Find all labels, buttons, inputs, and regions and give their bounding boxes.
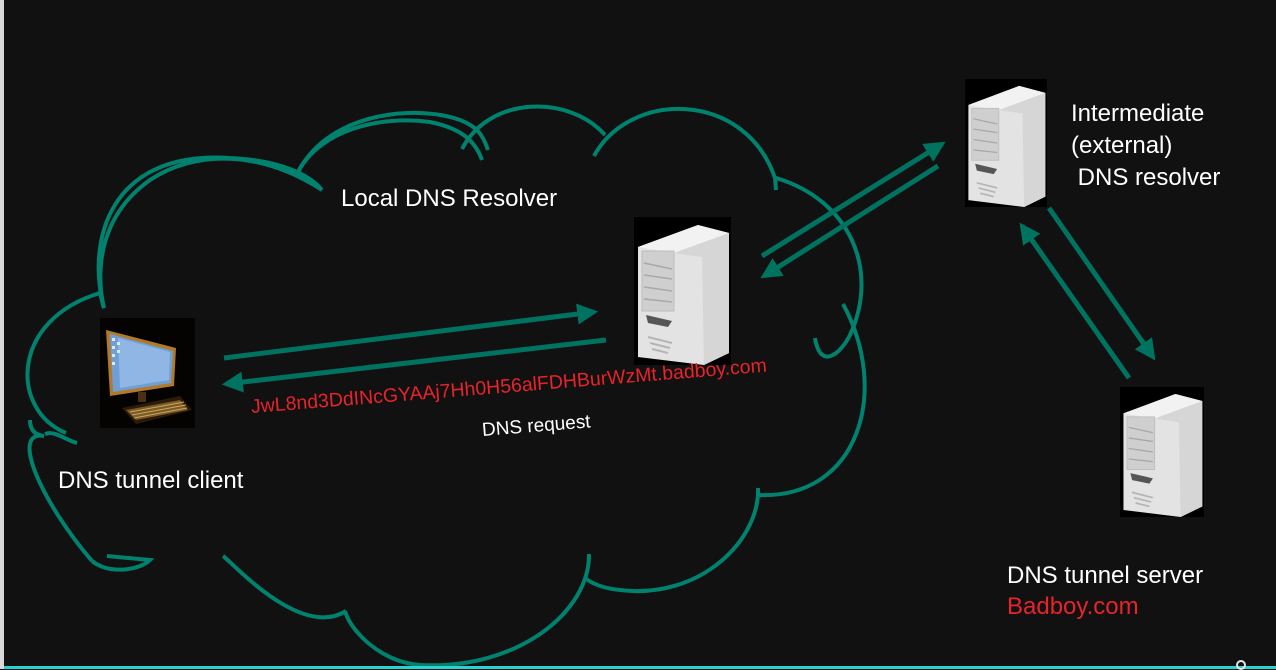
tunnel-server-label: DNS tunnel server [1007, 562, 1204, 589]
arrow-client-to-local [223, 303, 599, 361]
tunnel-server-domain: Badboy.com [1007, 593, 1139, 620]
arrow-intermediate-to-local [760, 163, 940, 279]
local-network-cloud [25, 104, 867, 668]
intermediate-resolver-label: Intermediate (external) DNS resolver [1071, 100, 1221, 191]
arrow-local-to-client [221, 337, 607, 393]
tunnel-server-icon [1120, 387, 1204, 517]
arrow-tunnel-server-to-intermediate [1019, 222, 1132, 380]
arrow-intermediate-to-tunnel-server [1046, 206, 1156, 361]
slide-left-border [0, 0, 4, 669]
slide-bottom-rule [4, 666, 1276, 669]
desktop-computer-icon [100, 318, 195, 428]
intermediate-resolver-server-icon [965, 79, 1047, 207]
local-resolver-server-icon [634, 217, 731, 365]
arrows [221, 141, 1156, 393]
arrow-local-to-intermediate [760, 141, 946, 259]
tunnel-client-label: DNS tunnel client [58, 467, 244, 494]
local-resolver-label: Local DNS Resolver [341, 185, 558, 212]
